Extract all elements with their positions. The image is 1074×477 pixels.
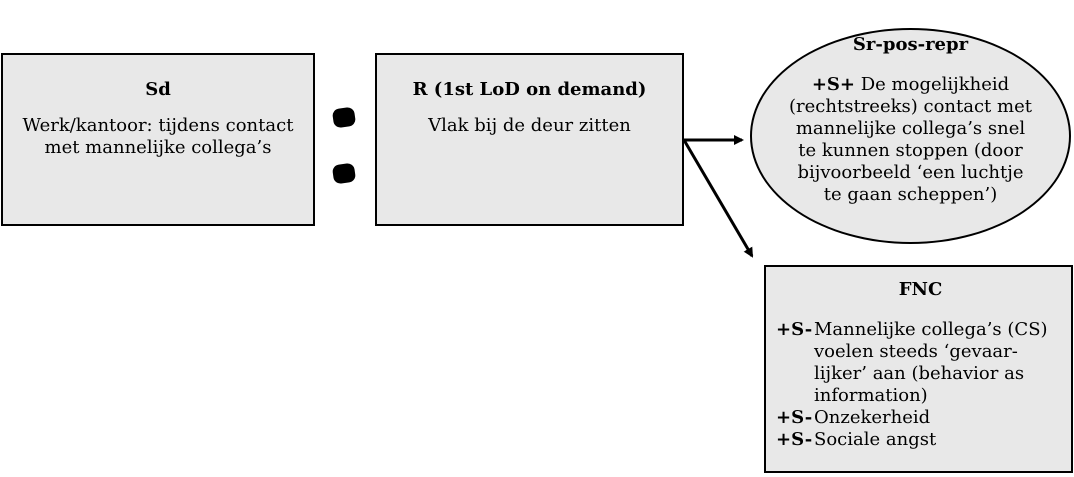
fnc-item-text: Sociale angst xyxy=(814,429,937,450)
fnc-item: +S- Onzekerheid xyxy=(776,407,1065,429)
sr-pos-repr-text: De mogelijkheid (rechtstreeks) contact m… xyxy=(789,74,1032,205)
fnc-item: +S- Mannelijke collega’s (CS) voelen ste… xyxy=(776,319,1065,407)
response-text: Vlak bij de deur zitten xyxy=(428,115,631,136)
fnc-item: +S- Sociale angst xyxy=(776,429,1065,451)
fnc-item-text: Onzekerheid xyxy=(814,407,931,428)
fnc-item-prefix: +S- xyxy=(776,429,813,450)
fnc-item-text: Mannelijke collega’s (CS) voelen steeds … xyxy=(814,319,1048,406)
sr-pos-repr-prefix: +S+ xyxy=(811,74,856,95)
sd-box: Sd Werk/kantoor: tijdens contact met man… xyxy=(1,53,315,226)
arrow-to-fnc xyxy=(682,139,754,258)
fnc-box: FNC +S- Mannelijke collega’s (CS) voelen… xyxy=(764,265,1073,473)
sr-pos-repr-body: +S+ De mogelijkheid (rechtstreeks) conta… xyxy=(786,74,1035,206)
fnc-title: FNC xyxy=(898,279,943,300)
fnc-item-prefix: +S- xyxy=(776,319,813,340)
sd-title: Sd xyxy=(145,79,171,100)
response-title: R (1st LoD on demand) xyxy=(412,79,647,100)
fnc-list: +S- Mannelijke collega’s (CS) voelen ste… xyxy=(776,319,1065,451)
sr-pos-repr-title: Sr-pos-repr xyxy=(852,34,969,55)
sd-text: Werk/kantoor: tijdens contact met mannel… xyxy=(22,115,294,158)
response-box: R (1st LoD on demand) Vlak bij de deur z… xyxy=(375,53,684,226)
fnc-item-prefix: +S- xyxy=(776,407,813,428)
sr-pos-repr-ellipse: Sr-pos-repr +S+ De mogelijkheid (rechtst… xyxy=(750,28,1071,244)
